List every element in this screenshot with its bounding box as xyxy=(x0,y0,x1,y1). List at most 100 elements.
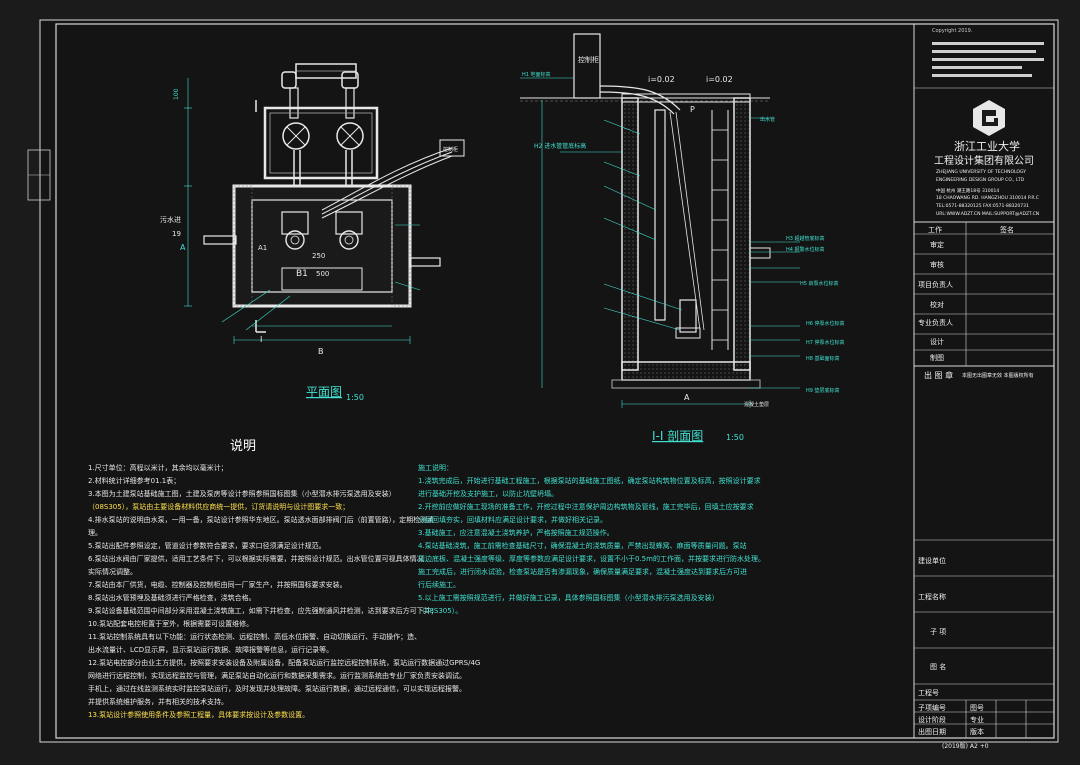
title-block-header-work: 工作 xyxy=(928,226,942,234)
construction-notes-title: 施工说明： xyxy=(418,464,453,472)
project-name: 工程名称 xyxy=(918,593,946,601)
section-p-label: P xyxy=(690,105,695,114)
note-line: 分层回填夯实，回填材料应满足设计要求，并做好相关记录。 xyxy=(418,516,607,524)
grid-1-1: 子项编号 xyxy=(918,704,946,712)
note-line: 出水流量计、LCD显示屏，显示泵站运行数据、故障报警等信息，运行记录等。 xyxy=(88,646,334,654)
grid-2-1: 设计阶段 xyxy=(918,716,946,724)
section-h2: H2 进水管管底标高 xyxy=(534,142,586,150)
plan-title: 平面图 xyxy=(306,385,342,399)
title-block-row-6: 设计 xyxy=(930,338,944,346)
project-no: 工程号 xyxy=(918,689,939,697)
note-line: 8.泵站出水管预埋及基础须进行严格检查，浇筑合格。 xyxy=(88,594,256,602)
grid-3-2: 版本 xyxy=(970,728,984,736)
construction-unit: 建设单位 xyxy=(918,557,946,565)
section-h4: H4 报警水位标高 xyxy=(786,246,825,253)
note-line: 12.泵站电控部分由业主方提供，按照要求安装设备及附属设备，配备泵站运行监控远程… xyxy=(88,659,481,667)
section-h6: H6 停泵水位标高 xyxy=(806,320,845,327)
note-line: （08S305）。 xyxy=(418,607,463,615)
plan-label-b: B xyxy=(318,347,324,356)
note-line: 实际情况调整。 xyxy=(88,568,137,576)
section-h1: H1 地面标高 xyxy=(522,71,551,78)
notes-left: 1.尺寸单位：高程以米计，其余均以毫米计； 2.材料统计详细参考01.1表； 3… xyxy=(88,462,481,722)
note-line: 6.泵站出水阀由厂家提供，适用工艺条件下，可以根据实际需要，并按照设计规范。出水… xyxy=(88,555,424,563)
note-line: 10.泵站配套电控柜置于室外，根据需要可设置维修。 xyxy=(88,620,254,628)
section-scale: 1:50 xyxy=(726,433,744,442)
section-slope-1: i=0.02 xyxy=(648,75,675,84)
note-line: 1.浇筑完成后，开始进行基础工程施工，根据泵站的基础施工图纸，确定泵站构筑物位置… xyxy=(418,477,761,485)
title-block-row-5: 专业负责人 xyxy=(918,319,953,327)
grid-3-1: 出图日期 xyxy=(918,728,946,736)
note-line: 5.以上施工需按照规范进行，并做好施工记录，具体参照国标图集（小型潜水排污泵选用… xyxy=(418,594,719,602)
section-title: I-I 剖面图 xyxy=(652,429,703,443)
note-line: 手机上，通过在线监测系统实时监控泵站运行，及时发现并处理故障。泵站运行数据，通过… xyxy=(88,685,466,693)
title-block-row-3: 项目负责人 xyxy=(918,281,953,289)
outer-frame xyxy=(39,19,1059,743)
title-block-row-7: 制图 xyxy=(930,354,944,362)
stamp-note: 本图无出图章无效 本图版权所有 xyxy=(962,373,1034,379)
note-line: 周边底板、混凝土强度等级、厚度等参数应满足设计要求，设置不小于0.5m的工作面，… xyxy=(418,555,765,563)
company-name-cn: 浙江工业大学 xyxy=(954,140,1020,153)
note-line: 9.泵站设备基础范围中间部分采用混凝土浇筑施工，如需下井检查，应先强制通风并检测… xyxy=(88,607,438,615)
plan-label-a: A xyxy=(180,243,186,252)
plan-label-outlet: 污水进 xyxy=(160,215,181,224)
section-control-label: 控制柜 xyxy=(578,55,599,64)
plan-view: B1 500 250 100 A1 A B 污水进 19 I 控制柜 平面图 1… xyxy=(160,63,465,402)
notes-right: 施工说明： 1.浇筑完成后，开始进行基础工程施工，根据泵站的基础施工图纸，确定泵… xyxy=(418,462,765,618)
plan-label-b1: B1 xyxy=(296,269,308,279)
grid-1-2: 图号 xyxy=(970,704,984,712)
company-name-cn2: 工程设计集团有限公司 xyxy=(934,156,1034,167)
section-h7: H7 停泵水位标高 xyxy=(806,339,845,346)
company-logo-icon xyxy=(973,100,1005,136)
note-line: 7.泵站由本厂供货，电缆、控制器及控制柜由同一厂家生产，并按照国标要求安装。 xyxy=(88,581,347,589)
title-block-row-1: 审定 xyxy=(930,241,944,249)
section-a-label: A xyxy=(684,393,690,402)
plan-label-a1: A1 xyxy=(258,244,267,252)
note-line: 网络进行远程控制，实现远程监控与管理，满足泵站自动化运行和数据采集需求。运行监测… xyxy=(88,672,466,680)
note-line: 13.泵站设计参照使用条件及参照工程量，具体要求按设计及参数设置。 xyxy=(88,711,310,719)
grid-2-2: 专业 xyxy=(970,716,984,724)
note-line: （08S305），泵站由主要设备材料供应商统一提供，订货请说明与设计图要求一致； xyxy=(88,503,350,511)
note-line: 进行基础开挖及支护施工，以防止坑壁坍塌。 xyxy=(418,490,558,498)
title-block xyxy=(913,24,1054,738)
note-line: 4.排水泵站的说明由水泵，一用一备，泵站设计参照华东地区。泵站透水面部排阀门后（… xyxy=(88,516,435,524)
plan-label-section: I xyxy=(260,335,262,344)
note-line: 2.开挖前应做好施工现场的准备工作，开挖过程中注意保护周边构筑物及管线，施工完毕… xyxy=(418,503,754,511)
stamp-label: 出 图 章 xyxy=(924,371,954,380)
note-line: 施工完成后，进行闭水试验，检查泵站是否有渗漏现象，确保质量满足要求，混凝土强度达… xyxy=(418,568,747,576)
section-h9: H9 垫层底标高 xyxy=(806,387,840,394)
company-name-en1: ZHEJIANG UNIVERSITY OF TECHNOLOGY xyxy=(936,170,1026,175)
plan-label-500: 500 xyxy=(316,270,329,278)
company-addr3: TEL:0571-88320125 FAX:0571-88320731 xyxy=(936,204,1029,209)
note-line: 4.泵站基础浇筑，施工前需检查基础尺寸，确保混凝土的浇筑质量，严禁出现蜂窝、麻面… xyxy=(418,542,747,550)
section-h3: H3 超越管底标高 xyxy=(786,235,825,242)
subproject: 子 项 xyxy=(930,628,947,636)
section-bottom-label: 混凝土垫层 xyxy=(744,401,769,408)
note-line: 并提供系统维护服务，并有相关的技术支持。 xyxy=(88,698,228,706)
note-line: 11.泵站控制系统具有以下功能：运行状态检测、远程控制、高低水位报警、自动切换运… xyxy=(88,633,422,641)
section-pipe-label: 出水管 xyxy=(760,116,775,123)
plan-label-19: 19 xyxy=(172,230,181,238)
inner-frame xyxy=(55,23,1055,739)
section-slope-2: i=0.02 xyxy=(706,75,733,84)
drawing-name: 图 名 xyxy=(930,663,947,671)
company-name-en2: ENGINEERING DESIGN GROUP CO., LTD xyxy=(936,178,1025,183)
plan-label-250: 250 xyxy=(312,252,325,260)
notes-left-title: 说明 xyxy=(230,439,257,454)
note-line: 3.基础施工，应注意混凝土浇筑养护，严格按照施工规范操作。 xyxy=(418,529,614,537)
title-block-header-sign: 签名 xyxy=(1000,226,1014,234)
note-line: 理。 xyxy=(88,529,102,537)
note-line: 1.尺寸单位：高程以米计，其余均以毫米计； xyxy=(88,464,228,472)
section-view: 控制柜 i=0.02 i=0.02 P H1 地面标高 H2 进水管管底标高 出… xyxy=(520,33,845,443)
note-line: 5.泵站出配件参照设定，管道设计参数符合要求，要求口径须满足设计规范。 xyxy=(88,542,326,550)
plan-scale: 1:50 xyxy=(346,393,364,402)
company-addr4: URL:WWW.ADZT.CN MAIL:SUPPORT@ADZT.CN xyxy=(936,212,1040,217)
plan-label-100: 100 xyxy=(173,88,180,100)
section-h8: H8 基础面标高 xyxy=(806,355,840,362)
company-addr2: 18 CHAOWANG RD. HANGZHOU 310014 P.R.C xyxy=(936,196,1039,201)
note-line: 3.本图为土建泵站基础施工图，土建及泵房等设计参照参照国标图集（小型潜水排污泵选… xyxy=(88,490,396,498)
note-line: 2.材料统计详细参考01.1表； xyxy=(88,477,181,485)
copyright: Copyright 2019. xyxy=(932,28,973,34)
title-block-footer: (2019版) A2 +0 xyxy=(942,743,989,750)
